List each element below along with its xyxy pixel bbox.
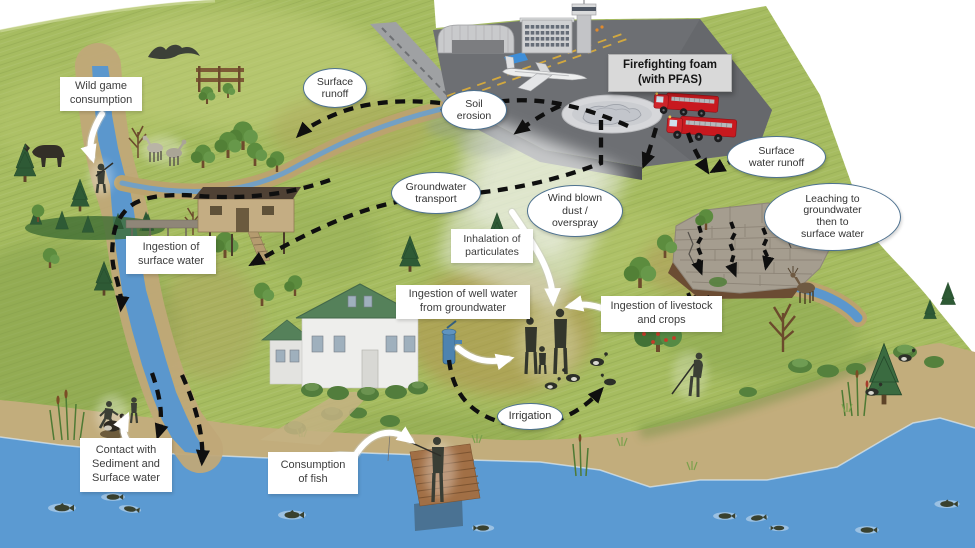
white-arrow-wind-blown bbox=[509, 209, 561, 307]
dashed-arrow-wall-crack-2 bbox=[725, 221, 738, 278]
dashed-arrow-irrigation bbox=[446, 359, 604, 428]
dashed-arrow-wall-crack-1 bbox=[691, 225, 705, 276]
fire-truck bbox=[666, 115, 737, 143]
hangar bbox=[437, 24, 515, 54]
airplane bbox=[502, 55, 588, 92]
fire-truck bbox=[653, 92, 719, 118]
runway-light bbox=[600, 25, 604, 29]
helipad-foam-spill bbox=[561, 94, 663, 134]
deciduous-tree bbox=[31, 83, 714, 306]
fence-stand bbox=[196, 66, 244, 92]
geese-icons bbox=[544, 348, 916, 396]
dashed-arrow-river-flow-2 bbox=[180, 374, 210, 467]
bird-icon bbox=[148, 44, 200, 60]
hunting-cabin bbox=[125, 187, 301, 263]
white-arrow-fish bbox=[352, 426, 416, 459]
dashed-arrow-surface-runoff bbox=[295, 98, 629, 139]
family-icons bbox=[516, 308, 580, 381]
bubble-leaching: Leaching to groundwater then to surface … bbox=[764, 183, 901, 251]
house-path bbox=[260, 392, 372, 445]
foundation-bushes bbox=[301, 381, 428, 401]
label-ingestion-livestock-crops: Ingestion of livestock and crops bbox=[601, 296, 722, 332]
cabin-walkway bbox=[125, 219, 203, 229]
fish-icons bbox=[48, 493, 960, 534]
label-wild-game-consumption: Wild game consumption bbox=[60, 77, 142, 111]
label-consumption-of-fish: Consumption of fish bbox=[268, 452, 358, 494]
well-pump bbox=[441, 320, 462, 365]
control-tower bbox=[571, 0, 604, 54]
terminal-building bbox=[519, 17, 575, 54]
dashed-arrow-stream-transport bbox=[110, 177, 331, 313]
dashed-arrow-foam-seep-2 bbox=[685, 132, 710, 175]
bubble-soil-erosion: Soil erosion bbox=[441, 90, 507, 130]
dashed-arrow-runway-seep bbox=[513, 104, 561, 135]
dashed-arrow-foam-seep-1 bbox=[641, 127, 659, 170]
wildlife-and-people bbox=[23, 44, 960, 534]
runway-light bbox=[595, 28, 599, 32]
reeds bbox=[49, 370, 869, 477]
river-water bbox=[92, 66, 208, 455]
bubble-groundwater-transport: Groundwater transport bbox=[391, 172, 481, 214]
hunter-icon bbox=[89, 161, 114, 195]
fisherman-icon bbox=[387, 432, 456, 503]
deer-icon bbox=[787, 266, 815, 304]
bubble-surface-runoff: Surface runoff bbox=[303, 68, 367, 108]
deer-pair-icon bbox=[141, 135, 187, 166]
bubble-irrigation: Irrigation bbox=[497, 403, 563, 430]
house-door bbox=[361, 349, 379, 389]
sand-shore bbox=[0, 343, 975, 487]
label-ingestion-well-water: Ingestion of well water from groundwater bbox=[396, 285, 530, 319]
house bbox=[260, 283, 428, 445]
bubble-wind-blown-dust: Wind blown dust / overspray bbox=[527, 185, 623, 237]
gardener-icon bbox=[671, 351, 708, 399]
label-inhalation-particulates: Inhalation of particulates bbox=[451, 229, 533, 263]
white-arrow-wild-game bbox=[80, 111, 105, 164]
label-ingestion-surface-water: Ingestion of surface water bbox=[126, 236, 216, 274]
white-arrow-well-water bbox=[455, 345, 515, 370]
bubble-surface-water-runoff: Surface water runoff bbox=[727, 136, 826, 178]
dashed-arrow-river-flow-1 bbox=[149, 372, 169, 441]
exposure-arrows bbox=[80, 109, 617, 461]
label-contact-sediment: Contact with Sediment and Surface water bbox=[80, 438, 172, 492]
firefighting-foam-label: Firefighting foam (with PFAS) bbox=[608, 54, 732, 92]
moose-icon bbox=[23, 143, 65, 167]
